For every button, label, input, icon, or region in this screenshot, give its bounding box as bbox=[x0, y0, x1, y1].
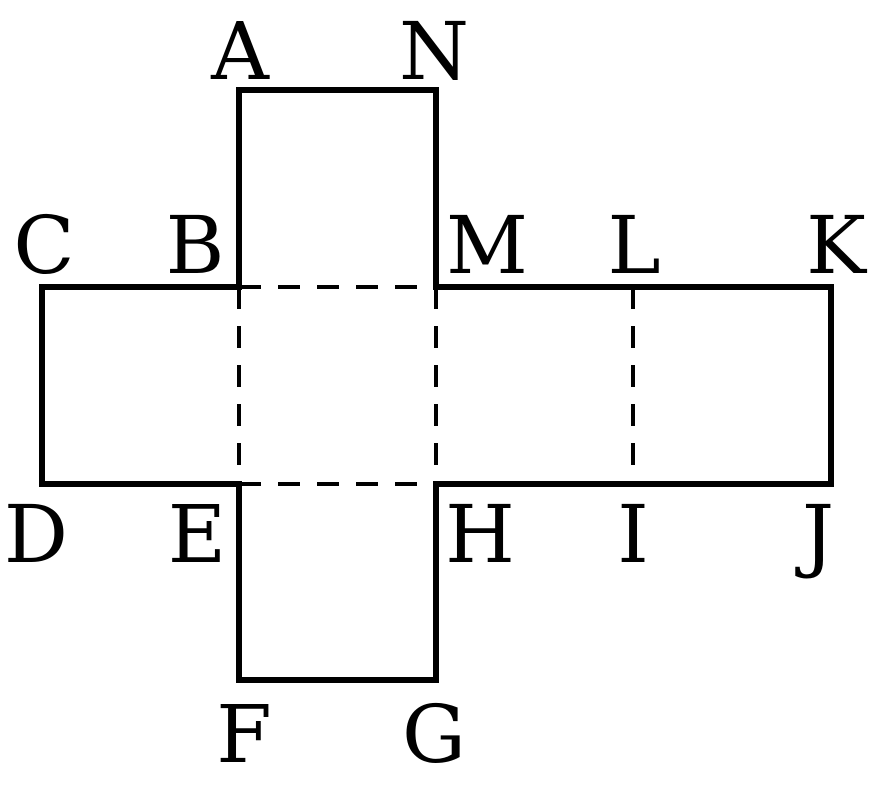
vertex-label-k: K bbox=[806, 199, 867, 292]
vertex-label-b: B bbox=[166, 199, 225, 292]
vertex-label-g: G bbox=[402, 688, 466, 781]
vertex-label-e: E bbox=[168, 488, 226, 581]
vertex-label-j: J bbox=[795, 488, 834, 581]
vertex-label-d: D bbox=[4, 488, 68, 581]
vertex-label-c: C bbox=[13, 199, 74, 292]
vertex-label-i: I bbox=[617, 488, 649, 581]
vertex-label-m: M bbox=[446, 199, 528, 292]
vertex-label-h: H bbox=[445, 488, 515, 581]
vertex-label-a: A bbox=[210, 5, 270, 98]
vertex-label-l: L bbox=[607, 199, 660, 292]
vertex-label-n: N bbox=[399, 5, 469, 98]
vertex-label-f: F bbox=[216, 688, 272, 781]
